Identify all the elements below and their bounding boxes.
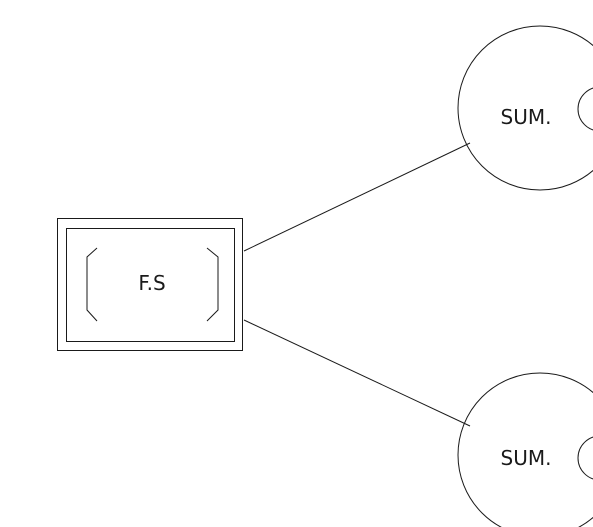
connector-line-top xyxy=(243,142,471,252)
fs-node: F.S xyxy=(57,218,243,351)
sum-top-inner-arc xyxy=(577,87,593,131)
fs-right-bracket xyxy=(206,247,219,322)
fs-left-bracket xyxy=(86,247,98,322)
sum-bottom-inner-arc xyxy=(577,436,593,480)
connector-line-bottom xyxy=(243,319,471,427)
sum-top-circle xyxy=(457,25,593,191)
sum-top-label: SUM. xyxy=(501,105,552,129)
sum-bottom-label: SUM. xyxy=(501,446,552,470)
sum-node-bottom: SUM. xyxy=(457,372,593,527)
fs-inner-border xyxy=(66,228,235,342)
sum-bottom-circle xyxy=(457,372,593,527)
sum-node-top: SUM. xyxy=(457,25,593,191)
fs-label: F.S xyxy=(138,271,165,295)
fs-outer-border xyxy=(57,218,243,351)
